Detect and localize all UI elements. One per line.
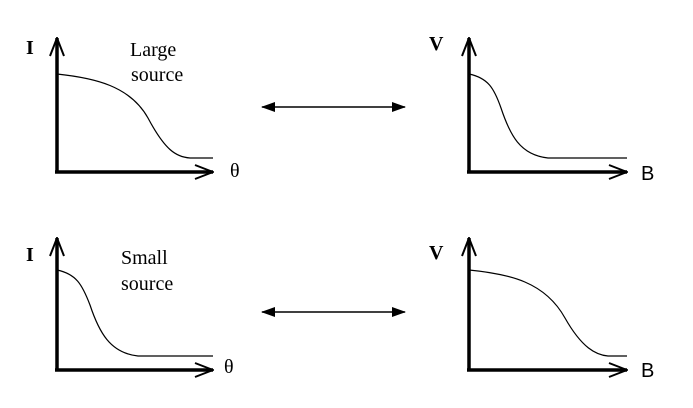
y-axis-label: I	[26, 37, 34, 59]
caption-line-2: source	[131, 64, 183, 86]
caption-line-2: source	[121, 273, 173, 295]
y-axis-label: I	[26, 244, 34, 266]
panel-bottom-right: V B	[429, 238, 654, 382]
curve-narrow-falloff	[56, 269, 213, 357]
caption-line-1: Large	[130, 39, 176, 61]
x-axis-label: B	[641, 360, 654, 382]
x-axis-label: B	[641, 163, 654, 185]
curve-narrow-falloff	[468, 73, 627, 159]
y-axis-label: V	[429, 242, 444, 264]
x-axis-label: θ	[224, 356, 234, 378]
caption-line-1: Small	[121, 247, 168, 269]
curve-broad-falloff	[56, 73, 213, 159]
y-axis-label: V	[429, 33, 444, 55]
panel-top-right: V B	[429, 33, 654, 185]
curve-broad-falloff	[468, 269, 627, 357]
panel-bottom-left: I θ Small source	[26, 238, 234, 378]
x-axis-label: θ	[230, 160, 240, 182]
panel-top-left: I θ Large source	[26, 37, 240, 182]
